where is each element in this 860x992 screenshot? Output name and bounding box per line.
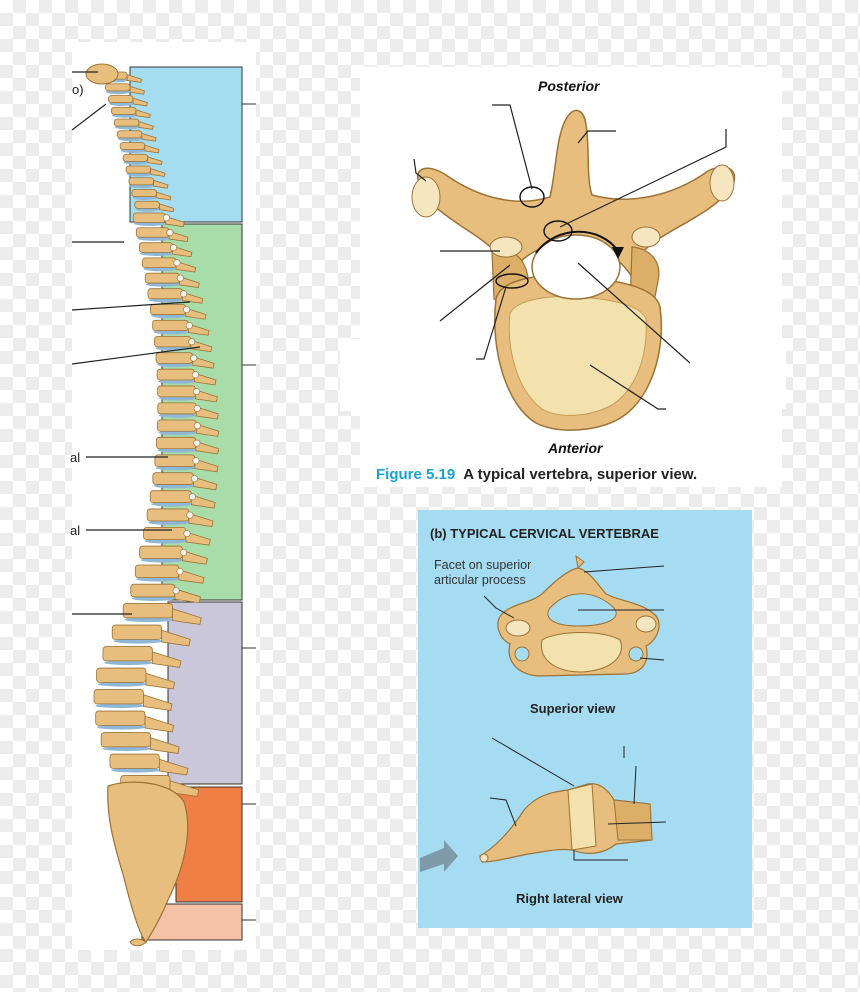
vertebra-body-segment [156,437,195,448]
rib-facet [184,530,190,536]
rib-facet [180,549,186,555]
vertebra-body-segment [112,625,161,639]
vertebra-body-segment [123,604,172,618]
vertebra-body-segment [144,527,186,539]
rib-facet [170,244,176,250]
vertebra-body-segment [97,668,146,682]
rib-facet [187,512,193,518]
direction-arrow [420,840,458,872]
vertebra-body-segment [103,647,152,661]
spine-label-fragment-2: al [70,450,80,465]
vertebra-body-segment [147,509,189,521]
vertebra-body-segment [96,711,145,725]
vertebra-body-segment [145,273,179,283]
anterior-label: Anterior [548,440,602,456]
vertebra-body-segment [132,190,157,197]
rib-facet [177,275,183,281]
vertebra-body-segment [136,228,169,237]
rib-facet [191,475,197,481]
vertebra-body-segment [110,754,159,768]
vertebra-body-segment [135,565,178,578]
vertebra-body-segment [135,201,160,208]
vertebra-body-segment [156,353,193,364]
rib-facet [191,355,197,361]
vertebra-body-segment [150,491,191,503]
cervical-vertebrae-illustration [418,510,752,928]
vertebra-body-segment [105,84,130,91]
right-lateral-view-label: Right lateral view [516,891,623,906]
figure-caption-text: A typical vertebra, superior view. [463,466,697,483]
vertebra-body-segment [108,96,133,103]
vertebra-body-segment [142,258,176,268]
coccyx-bone [130,939,146,946]
vertebra-body-segment [155,336,191,346]
vertebra-body-segment [157,369,194,380]
cervical-superior-view-bone [498,556,659,676]
atlas-vertebra [86,64,118,84]
vertebra-body-segment [139,243,172,253]
vertebra-body-segment [153,473,194,485]
rib-facet [174,260,180,266]
vertebra-body-segment [140,546,183,558]
region-bracket-ticks [242,104,256,920]
typical-vertebra-panel: Posterior [360,67,782,487]
vertebra-body-segment [158,403,196,414]
vertebra-body-segment [131,584,175,597]
vertebra-body-segment [123,154,148,161]
right-costal-facet [710,165,734,201]
spine-label-fragment-3: al [70,523,80,538]
vertebra-body-segment [158,386,196,397]
vertebra-body-segment [101,733,150,747]
rib-facet [194,440,200,446]
vertebral-column-illustration [72,42,256,950]
cervical-lateral-view-bone [480,784,652,862]
vertebra-body-segment [129,178,154,185]
vertebra-body-segment [94,690,143,704]
vertebra-body-segment [126,166,151,173]
left-superior-articular-facet [490,237,522,257]
vertebra-body-segment [157,420,196,431]
rib-facet [193,388,199,394]
rib-facet [173,587,179,593]
lumbar-region-box [168,602,242,784]
rib-facet [163,215,169,221]
vertebra-superior-view-illustration [360,67,782,487]
typical-cervical-vertebrae-panel: (b) TYPICAL CERVICAL VERTEBRAE Facet on … [418,510,752,928]
left-costal-facet [412,177,440,217]
rib-facet [189,494,195,500]
superior-view-label: Superior view [530,701,615,716]
vertebra-body-segment [133,213,165,222]
right-superior-articular-facet [632,227,660,247]
rib-facet [192,372,198,378]
spine-label-fragment-1: o) [72,82,84,97]
vertebra-body-segment [114,119,139,126]
vertebral-column-panel: o) al al [72,42,256,950]
figure-number: Figure 5.19 [376,466,455,483]
vertebra-body-segment [117,131,142,138]
figure-caption: Figure 5.19 A typical vertebra, superior … [376,466,697,483]
rib-facet [194,423,200,429]
vertebra-body-segment [148,289,183,299]
vertebra-body-segment [120,143,145,150]
rib-facet [193,458,199,464]
rib-facet [194,405,200,411]
rib-facet [180,291,186,297]
rib-facet [167,229,173,235]
rib-facet [177,568,183,574]
vertebra-body-segment [150,304,185,314]
vertebra-body-segment [153,320,189,330]
rib-facet [183,306,189,312]
rib-facet [186,322,192,328]
vertebra-body-segment [111,107,136,114]
rib-facet [189,339,195,345]
